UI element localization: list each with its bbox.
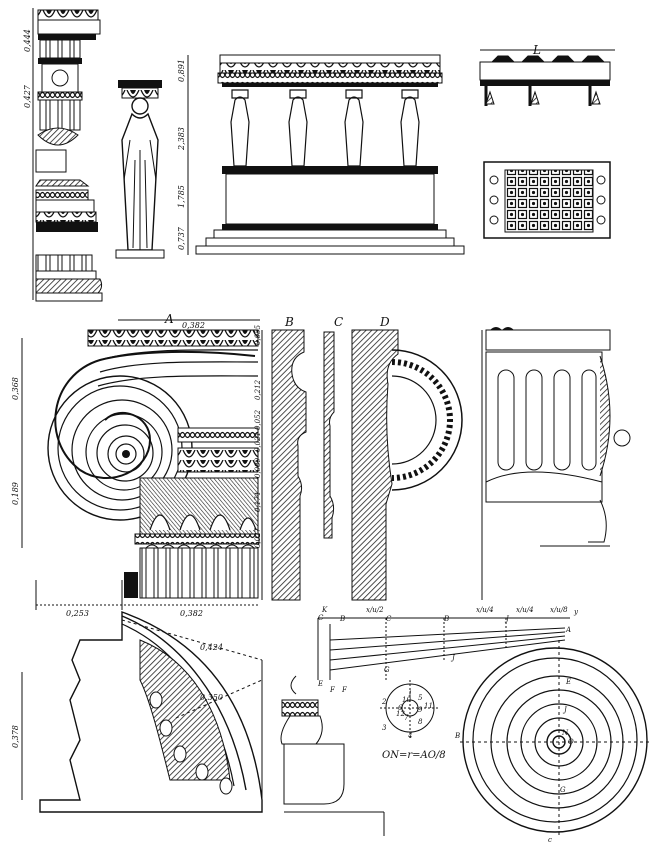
dim-label: 0,189 — [11, 482, 20, 505]
construction-number: 4 — [407, 732, 412, 740]
profile-section-b: 0,055 0,212 0,052 0,021 0,089 0,174 0,02… — [254, 324, 307, 601]
profile-section-c — [323, 331, 335, 539]
fraction-label: x/u/8 — [550, 606, 568, 614]
dim-label: 1,785 — [177, 185, 186, 208]
fraction-label: x/u/4 — [476, 606, 494, 614]
base-scotia-eggs — [149, 691, 233, 795]
point-label: G — [560, 786, 566, 794]
roof-section-detail: L — [479, 43, 615, 106]
section-label: D — [379, 315, 390, 329]
dim-label: 0,055 — [254, 324, 262, 345]
construction-number: 7 — [404, 714, 409, 722]
construction-number: 2 — [381, 698, 387, 706]
dim-label: 0,368 — [11, 377, 20, 400]
fraction-label: x/u/2 — [366, 606, 384, 614]
dim-label: 0,350 — [200, 693, 223, 702]
construction-number: 10 — [402, 696, 411, 704]
construction-number: 9 — [418, 706, 423, 714]
construction-number: 12 — [396, 710, 405, 718]
section-label: B — [284, 315, 294, 329]
base-profile — [280, 675, 385, 836]
point-label: N — [561, 729, 569, 737]
construction-number: 1 — [408, 690, 412, 698]
dim-label: 0,052 — [254, 409, 262, 430]
base-quadrant: 0,424 0,350 0,378 — [11, 611, 263, 813]
dim-label: 0,382 — [182, 321, 205, 330]
dim-label: 0,427 — [23, 84, 32, 108]
construction-number: 11 — [424, 702, 433, 710]
porch-elevation: 0,891 2,383 1,785 0,737 — [177, 54, 465, 255]
point-label: C — [386, 615, 392, 623]
profile-section-d — [351, 329, 463, 601]
dim-label: 0,253 — [66, 609, 89, 618]
dim-label: 0,378 — [11, 725, 20, 748]
point-label: G — [384, 666, 390, 674]
caryatid-figure — [115, 80, 165, 259]
point-label: J — [450, 654, 456, 662]
point-label: B — [454, 732, 460, 740]
dim-label: 0,027 — [254, 527, 262, 548]
construction-number: 6 — [398, 704, 403, 712]
ceiling-coffers — [483, 161, 611, 239]
point-label: c — [548, 836, 552, 844]
section-label: A — [164, 312, 174, 326]
volute-construction-spiral — [460, 640, 650, 836]
point-label: F — [329, 686, 336, 694]
point-label: O — [568, 738, 574, 746]
dim-label: 0,021 — [254, 432, 262, 452]
point-label: E — [565, 678, 571, 686]
dim-label: 0,382 — [180, 609, 203, 618]
volute-formula: ON=r=AO/8 — [382, 750, 446, 761]
point-label: B — [339, 615, 345, 623]
point-label: C — [318, 614, 324, 622]
dim-label: 0,174 — [254, 492, 262, 512]
dim-label: 0,212 — [254, 379, 262, 400]
construction-number: 8 — [418, 718, 423, 726]
point-label: E — [317, 680, 323, 688]
capital-side-view — [481, 327, 631, 600]
dim-label: 0,891 — [177, 59, 186, 82]
fraction-label: x/u/4 — [516, 606, 534, 614]
section-label: L — [532, 43, 541, 57]
construction-number: 3 — [382, 724, 387, 732]
point-label: J — [562, 706, 568, 714]
point-label: y — [573, 608, 579, 616]
entablature-detail: 0,444 0,427 — [23, 8, 103, 302]
point-label: A — [565, 626, 571, 634]
point-label: K — [321, 606, 328, 614]
dim-label: 2,383 — [177, 127, 186, 151]
dim-label: 0,424 — [200, 643, 223, 652]
point-label: J — [504, 615, 510, 623]
construction-rosette: 1 2 3 4 5 6 7 8 9 10 11 12 — [380, 680, 440, 740]
section-label: C — [334, 315, 343, 329]
caryatid-row — [230, 89, 420, 167]
ionic-capital: A 0,382 B C D — [11, 312, 631, 618]
dim-label: 0,737 — [177, 226, 186, 250]
point-label: F — [341, 686, 348, 694]
dim-label: 0,089 — [254, 457, 262, 478]
point-label: B — [443, 615, 449, 623]
construction-number: 5 — [418, 694, 423, 702]
volute-construction: K C B C B J A y x/u/2 x/u/4 x/u/4 x/u/8 … — [280, 606, 650, 844]
dim-label: 0,444 — [23, 29, 32, 52]
